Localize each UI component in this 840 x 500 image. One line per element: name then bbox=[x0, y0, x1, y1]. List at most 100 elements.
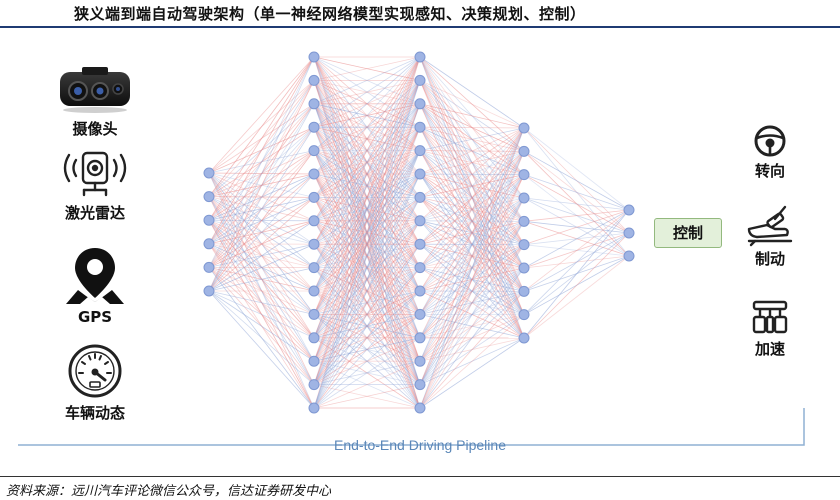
network-edge bbox=[523, 174, 630, 211]
network-edge bbox=[313, 150, 421, 315]
brake-pedal-icon bbox=[740, 202, 800, 248]
network-edge bbox=[313, 56, 421, 81]
network-edge bbox=[419, 174, 525, 245]
network-edge bbox=[523, 197, 630, 211]
network-edge bbox=[313, 314, 421, 409]
network-edge bbox=[419, 126, 525, 222]
network-edge bbox=[523, 209, 630, 269]
network-edge bbox=[313, 80, 421, 175]
network-node-l1-8 bbox=[308, 238, 320, 250]
network-edge bbox=[523, 197, 630, 234]
network-edge bbox=[313, 80, 421, 105]
network-edge bbox=[419, 314, 525, 339]
network-edge bbox=[313, 56, 421, 105]
steering-wheel-icon bbox=[740, 122, 800, 160]
network-edge bbox=[313, 150, 421, 385]
network-edge bbox=[313, 150, 421, 409]
network-edge bbox=[313, 56, 421, 292]
network-edge bbox=[208, 56, 315, 244]
network-edge bbox=[313, 80, 421, 198]
network-edge bbox=[208, 243, 315, 362]
output-steering: 转向 bbox=[740, 122, 800, 181]
network-edge bbox=[313, 290, 421, 409]
network-edge bbox=[313, 337, 421, 385]
network-edge bbox=[419, 127, 525, 268]
output-brake-label: 制动 bbox=[754, 250, 785, 268]
network-edge bbox=[419, 197, 525, 245]
network-edge bbox=[313, 173, 421, 409]
network-edge bbox=[419, 267, 525, 362]
network-edge bbox=[523, 244, 630, 257]
network-edge bbox=[419, 337, 525, 385]
network-edge bbox=[208, 290, 315, 315]
network-node-l1-2 bbox=[308, 98, 320, 110]
network-node-l1-13 bbox=[308, 355, 320, 367]
network-node-l2-4 bbox=[414, 145, 426, 157]
network-edge bbox=[419, 314, 525, 339]
network-edge bbox=[419, 80, 525, 129]
network-edge bbox=[313, 103, 421, 362]
network-edge bbox=[313, 150, 421, 198]
network-edge bbox=[419, 150, 525, 198]
network-edge bbox=[313, 220, 421, 315]
network-edge bbox=[419, 127, 525, 245]
input-lidar: 激光雷达 bbox=[30, 146, 160, 223]
output-accelerate-label: 加速 bbox=[754, 340, 785, 358]
network-edge bbox=[419, 127, 525, 222]
input-vehicle-dynamics-label: 车辆动态 bbox=[64, 404, 125, 422]
network-edge bbox=[313, 384, 421, 409]
network-edge bbox=[419, 56, 525, 152]
network-nodes bbox=[203, 51, 635, 414]
network-edge bbox=[208, 150, 315, 245]
network-edge bbox=[419, 103, 525, 152]
network-edge bbox=[523, 209, 630, 315]
network-edge bbox=[208, 196, 315, 409]
network-edge bbox=[313, 103, 421, 315]
network-edge bbox=[313, 127, 421, 338]
output-accelerate: 加速 bbox=[740, 296, 800, 359]
network-edge bbox=[523, 127, 630, 211]
network-edge bbox=[419, 127, 525, 409]
network-node-l0-2 bbox=[203, 214, 215, 226]
network-edge bbox=[419, 174, 525, 268]
network-edge bbox=[419, 244, 525, 409]
network-node-l1-10 bbox=[308, 285, 320, 297]
network-edge bbox=[208, 197, 315, 292]
accelerator-pedal-icon bbox=[740, 296, 800, 338]
network-node-l0-4 bbox=[203, 261, 215, 273]
network-edge bbox=[208, 173, 315, 245]
network-node-l0-1 bbox=[203, 191, 215, 203]
network-node-l3-7 bbox=[518, 285, 530, 297]
network-edge bbox=[208, 290, 315, 385]
network-node-l2-15 bbox=[414, 402, 426, 414]
network-edge bbox=[208, 267, 315, 315]
network-edge bbox=[313, 267, 421, 409]
input-gps: GPS bbox=[30, 246, 160, 326]
network-edge bbox=[313, 56, 421, 315]
network-edge bbox=[313, 127, 421, 409]
network-edge bbox=[419, 291, 525, 409]
network-edge bbox=[208, 219, 315, 385]
network-edge bbox=[523, 255, 630, 269]
network-edge bbox=[419, 151, 525, 315]
network-edge bbox=[313, 384, 421, 409]
network-edge bbox=[208, 103, 315, 221]
network-edge bbox=[208, 56, 315, 292]
network-node-l1-0 bbox=[308, 51, 320, 63]
network-edge bbox=[208, 196, 315, 385]
network-edge bbox=[313, 173, 421, 385]
network-edge bbox=[419, 337, 525, 409]
network-edge bbox=[313, 56, 421, 268]
output-brake: 制动 bbox=[740, 202, 800, 269]
camera-icon bbox=[30, 62, 160, 116]
network-node-l1-11 bbox=[308, 308, 320, 320]
network-node-l2-10 bbox=[414, 285, 426, 297]
network-edge bbox=[208, 290, 315, 409]
network-edge bbox=[523, 232, 630, 269]
network-edge bbox=[419, 174, 525, 315]
network-edge bbox=[419, 127, 525, 362]
network-edge bbox=[313, 80, 421, 292]
network-edge bbox=[419, 197, 525, 409]
network-edge bbox=[313, 80, 421, 268]
